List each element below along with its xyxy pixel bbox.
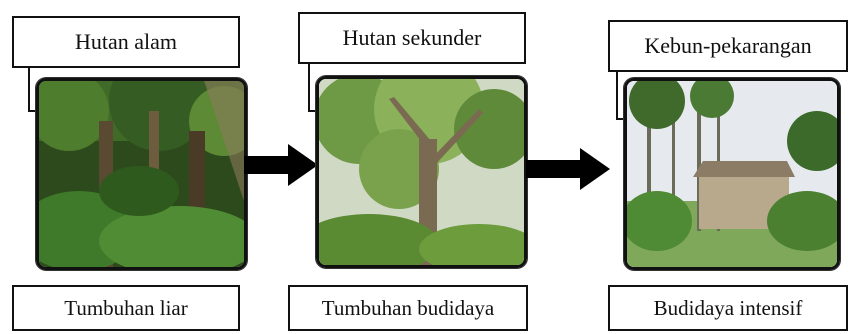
stage-1-connector — [28, 66, 40, 112]
stage-1-caption: Tumbuhan liar — [12, 285, 240, 331]
stage-2-caption: Tumbuhan budidaya — [288, 285, 528, 331]
stage-2-title: Hutan sekunder — [298, 12, 526, 64]
natural-forest-photo — [36, 78, 247, 270]
secondary-forest-photo — [316, 76, 527, 268]
stage-3-title: Kebun-pekarangan — [608, 20, 848, 72]
stage-1-title: Hutan alam — [12, 16, 240, 68]
home-garden-photo — [624, 78, 840, 270]
stage-2-connector — [308, 62, 320, 112]
stage-3-caption: Budidaya intensif — [608, 285, 848, 331]
stage-3-connector — [616, 70, 628, 120]
arrow-right-icon — [526, 148, 610, 190]
arrow-right-icon — [244, 144, 318, 186]
